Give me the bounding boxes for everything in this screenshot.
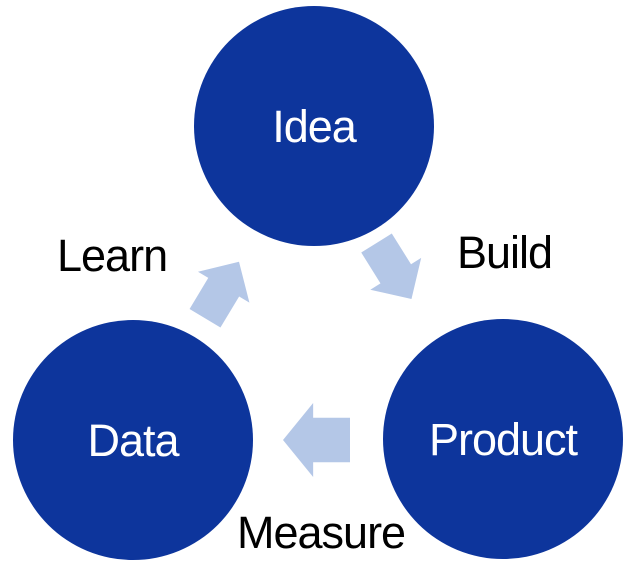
node-data: Data	[13, 320, 253, 560]
edge-label-learn: Learn	[57, 230, 168, 281]
learn-arrow-icon	[189, 261, 250, 328]
build-arrow-icon	[361, 233, 422, 299]
learn-arrow-shape	[189, 261, 250, 328]
edge-label-build: Build	[457, 227, 553, 278]
node-data-label: Data	[87, 414, 179, 466]
measure-arrow-shape	[283, 403, 350, 477]
edge-label-measure: Measure	[237, 507, 406, 558]
node-idea-label: Idea	[272, 100, 357, 152]
build-arrow-shape	[361, 233, 422, 299]
node-product: Product	[383, 319, 623, 559]
node-product-label: Product	[428, 413, 578, 465]
node-idea: Idea	[194, 6, 434, 246]
measure-arrow-icon	[283, 403, 350, 477]
